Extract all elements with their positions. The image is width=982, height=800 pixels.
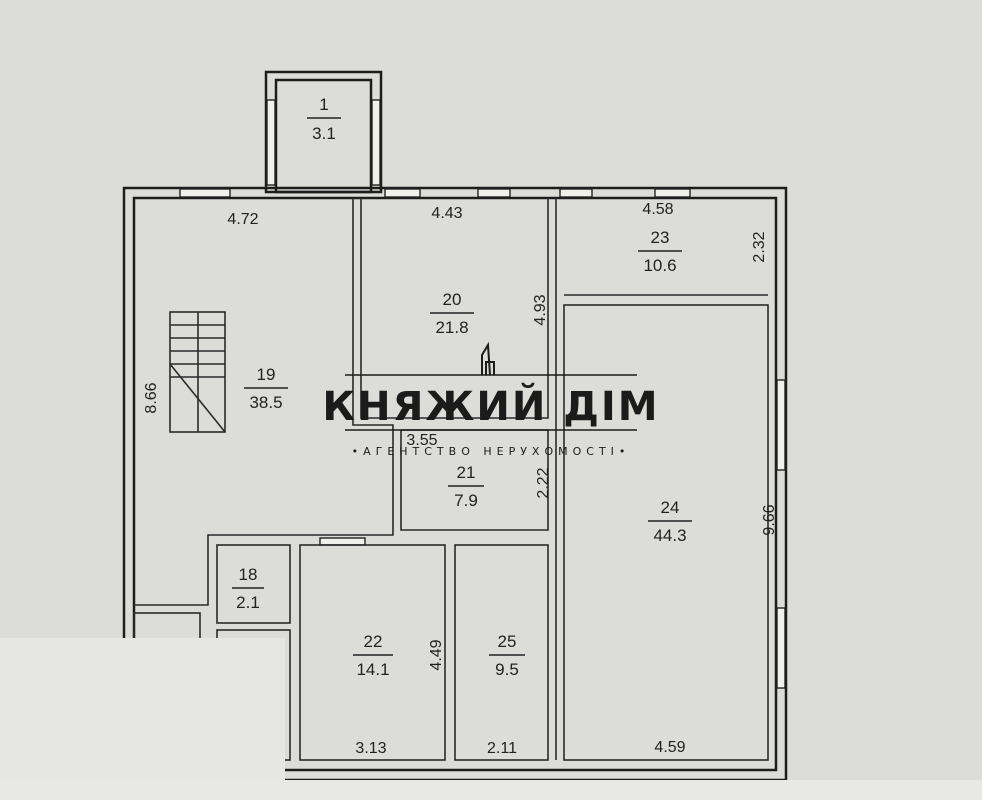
svg-text:18: 18 — [239, 565, 258, 584]
room-21: 217.9 — [448, 463, 484, 510]
svg-text:3.13: 3.13 — [355, 740, 386, 757]
room-22: 22 14.1 — [353, 632, 393, 679]
interior-walls — [133, 198, 769, 761]
room-25: 259.5 — [489, 632, 525, 679]
svg-text:14.1: 14.1 — [356, 660, 389, 679]
svg-text:2.22: 2.22 — [535, 467, 552, 498]
svg-text:7.9: 7.9 — [454, 491, 478, 510]
svg-text:9.5: 9.5 — [495, 660, 519, 679]
dimension-labels: 4.72 4.43 4.58 2.32 8.66 4.93 3.55 2.22 … — [143, 201, 778, 757]
room-24: 24 44.3 — [648, 498, 692, 545]
paper-overlay — [0, 638, 285, 800]
svg-text:22: 22 — [364, 632, 383, 651]
svg-text:2.32: 2.32 — [751, 231, 768, 262]
svg-text:2.11: 2.11 — [487, 740, 517, 757]
svg-text:4.93: 4.93 — [532, 294, 549, 325]
svg-text:21.8: 21.8 — [435, 318, 468, 337]
svg-text:2.1: 2.1 — [236, 593, 260, 612]
svg-text:3.1: 3.1 — [312, 124, 336, 143]
svg-text:9.66: 9.66 — [761, 504, 778, 535]
svg-text:4.72: 4.72 — [227, 211, 258, 228]
svg-text:20: 20 — [443, 290, 462, 309]
watermark-logo — [345, 341, 637, 431]
windows — [179, 99, 786, 689]
svg-text:10.6: 10.6 — [643, 256, 676, 275]
svg-text:3.55: 3.55 — [406, 432, 437, 449]
room-23: 23 10.6 — [638, 228, 682, 275]
room-19: 19 38.5 — [244, 365, 288, 412]
svg-text:25: 25 — [498, 632, 517, 651]
room-20: 20 21.8 — [430, 290, 474, 337]
svg-text:23: 23 — [651, 228, 670, 247]
svg-text:4.43: 4.43 — [431, 205, 462, 222]
svg-text:44.3: 44.3 — [653, 526, 686, 545]
svg-text:21: 21 — [457, 463, 476, 482]
svg-text:4.58: 4.58 — [642, 201, 673, 218]
svg-text:38.5: 38.5 — [249, 393, 282, 412]
svg-text:8.66: 8.66 — [143, 382, 160, 413]
svg-text:19: 19 — [257, 365, 276, 384]
room-1: 13.1 — [307, 95, 341, 143]
bottom-edge — [0, 780, 982, 800]
svg-text:24: 24 — [661, 498, 680, 517]
svg-text:4.49: 4.49 — [428, 639, 445, 670]
svg-text:1: 1 — [319, 95, 328, 114]
room-18: 182.1 — [232, 565, 264, 612]
staircase — [169, 311, 226, 433]
svg-text:4.59: 4.59 — [654, 739, 685, 756]
